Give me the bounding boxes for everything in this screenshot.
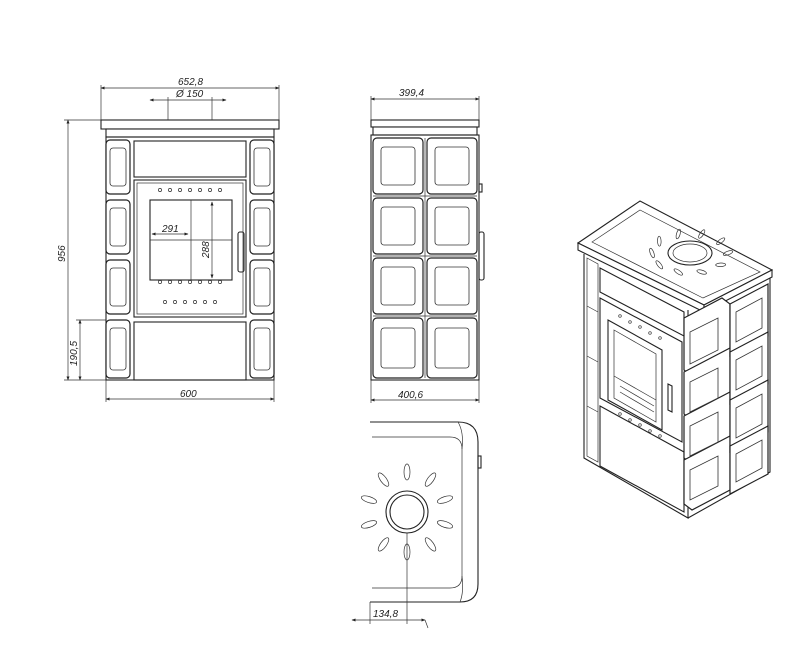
base-height-dim: 190,5 [69,341,80,366]
top-view: 134,8 [351,421,482,629]
iso-petal [716,237,726,245]
petal [360,520,378,529]
iso-petal [649,247,655,259]
window-width-dim: 291 [161,224,179,235]
iso-petal [657,235,662,247]
isometric-view [576,200,774,519]
base-width-dim: 600 [180,389,197,400]
iso-petal [722,250,734,256]
iso-petal [655,260,664,270]
petal [424,472,437,487]
iso-petal [673,268,683,276]
petal [377,537,390,552]
petal [436,495,454,504]
height-dim: 956 [57,245,68,262]
petal [377,472,390,487]
front-door [133,179,247,318]
flue-offset-dim: 134,8 [373,609,398,620]
side-bottom-width-dim: 400,6 [398,390,423,401]
iso-side-tiles [729,283,769,495]
iso-petal [696,269,707,275]
iso-corner-tiles [683,297,731,511]
flue-diameter-dim: Ø 150 [175,89,204,100]
petal [403,463,411,481]
iso-petal [715,262,727,267]
petal [424,537,437,552]
iso-petals [649,228,734,276]
side-top-width-dim: 399,4 [399,88,424,99]
window-height-dim: 288 [201,241,212,259]
petal [436,520,454,529]
front-right-tiles [249,139,275,379]
side-view: 399,4 400,6 [370,88,485,403]
side-tiles [372,137,478,379]
petal [360,495,378,504]
front-left-tiles [105,139,131,379]
iso-petal [675,228,681,240]
iso-petal [698,229,706,239]
front-view: 291 288 652,8 Ø 150 956 190,5 600 [57,77,280,402]
overall-width-dim: 652,8 [178,77,203,88]
